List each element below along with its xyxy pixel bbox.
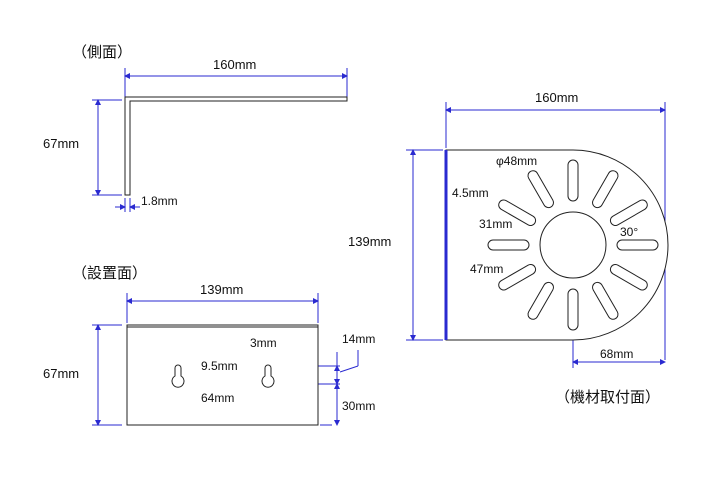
mount-slot	[609, 264, 648, 291]
side-view-title: （側面）	[72, 44, 133, 61]
slot-width-mount-label: 4.5mm	[452, 186, 489, 200]
mount-slot	[498, 264, 537, 291]
mount-face-title: （機材取付面）	[555, 389, 661, 406]
mount-plate	[445, 149, 669, 341]
side-width-label: 160mm	[213, 57, 257, 72]
center-hole-label: φ48mm	[496, 154, 538, 168]
mount-slot	[527, 281, 554, 320]
slot-width-label: 3mm	[250, 336, 277, 350]
edge-label: 68mm	[600, 347, 634, 361]
mount-slot	[592, 170, 619, 209]
keyhole-left	[171, 364, 185, 388]
mount-slot	[609, 199, 648, 226]
angle-label: 30°	[620, 225, 639, 239]
install-height-label: 67mm	[43, 366, 80, 381]
mount-slot	[527, 170, 554, 209]
keyhole-right	[261, 364, 275, 388]
mount-slot	[616, 239, 659, 251]
side-bracket	[124, 96, 348, 196]
slot-len-label: 14mm	[342, 332, 376, 346]
mount-slot	[487, 239, 530, 251]
side-height-label: 67mm	[43, 136, 80, 151]
install-plate	[126, 324, 319, 426]
slot-inner-label: 47mm	[470, 262, 504, 276]
spacing-label: 64mm	[201, 391, 235, 405]
install-face-title: （設置面）	[72, 265, 148, 282]
from-bottom-label: 30mm	[342, 399, 376, 413]
thickness-label: 1.8mm	[141, 194, 178, 208]
mount-slot	[567, 159, 579, 202]
mount-width-label: 160mm	[535, 90, 579, 105]
center-hole	[539, 211, 607, 279]
slot-len-mount-label: 31mm	[479, 217, 513, 231]
mount-height-label: 139mm	[348, 234, 392, 249]
mount-slot	[498, 199, 537, 226]
mount-slot	[567, 288, 579, 331]
hole-dia-label: 9.5mm	[201, 359, 238, 373]
mount-slot	[592, 281, 619, 320]
install-width-label: 139mm	[200, 282, 244, 297]
